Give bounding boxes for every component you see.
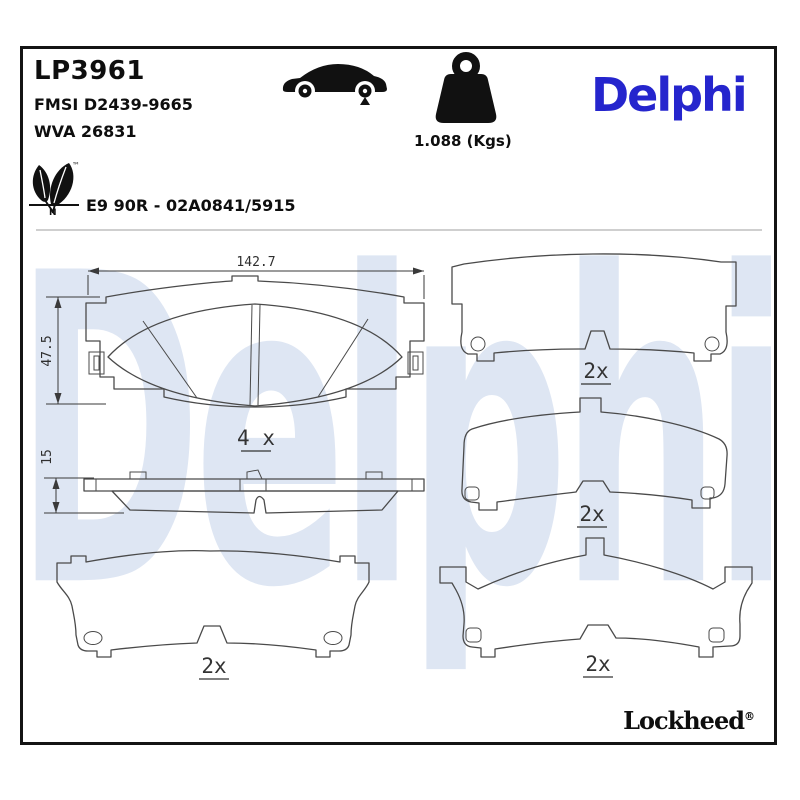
side-view-drawing: 15 <box>40 449 425 514</box>
fmsi-code: FMSI D2439-9665 <box>34 95 193 114</box>
lockheed-logo: Lockheed® <box>623 706 755 735</box>
leaf-trademark: ™ <box>72 161 80 170</box>
front-view-drawing: 142.7 47.5 4 x <box>40 255 425 452</box>
dim-width-label: 142.7 <box>236 255 275 270</box>
friction-material <box>107 303 403 407</box>
weight-icon <box>435 52 497 123</box>
part-number: LP3961 <box>34 56 145 86</box>
shape-middle-right-drawing: 2x <box>461 397 728 528</box>
front-axle-marker <box>360 97 370 105</box>
shape-top-right-drawing: 2x <box>451 253 737 385</box>
registered-mark: ® <box>744 710 755 723</box>
header-divider <box>36 229 762 231</box>
delphi-watermark: Delphi <box>15 185 790 683</box>
dim-thickness-label: 15 <box>40 449 55 465</box>
shape-top-right-quantity: 2x <box>583 359 608 383</box>
front-view-quantity: 4 x <box>237 426 275 450</box>
homologation-code: E9 90R - 02A0841/5915 <box>86 196 296 215</box>
dim-height-label: 47.5 <box>40 335 55 366</box>
shape-bottom-right-drawing: 2x <box>439 537 753 678</box>
shape-bottom-right-quantity: 2x <box>585 652 610 676</box>
car-icon <box>282 64 387 105</box>
wva-code: WVA 26831 <box>34 122 137 141</box>
shape-middle-right-quantity: 2x <box>579 502 604 526</box>
shape-bottom-left-drawing: 2x <box>56 549 370 680</box>
lockheed-brand-text: Lockheed <box>623 706 745 735</box>
leaf-eco-icon: ™ N <box>29 161 80 218</box>
shape-bottom-left-quantity: 2x <box>201 654 226 678</box>
delphi-logo: Delphi <box>591 68 748 122</box>
weight-value: 1.088 (Kgs) <box>414 132 512 150</box>
leaf-letter-n: N <box>49 208 57 218</box>
friction-material-side <box>111 490 399 514</box>
